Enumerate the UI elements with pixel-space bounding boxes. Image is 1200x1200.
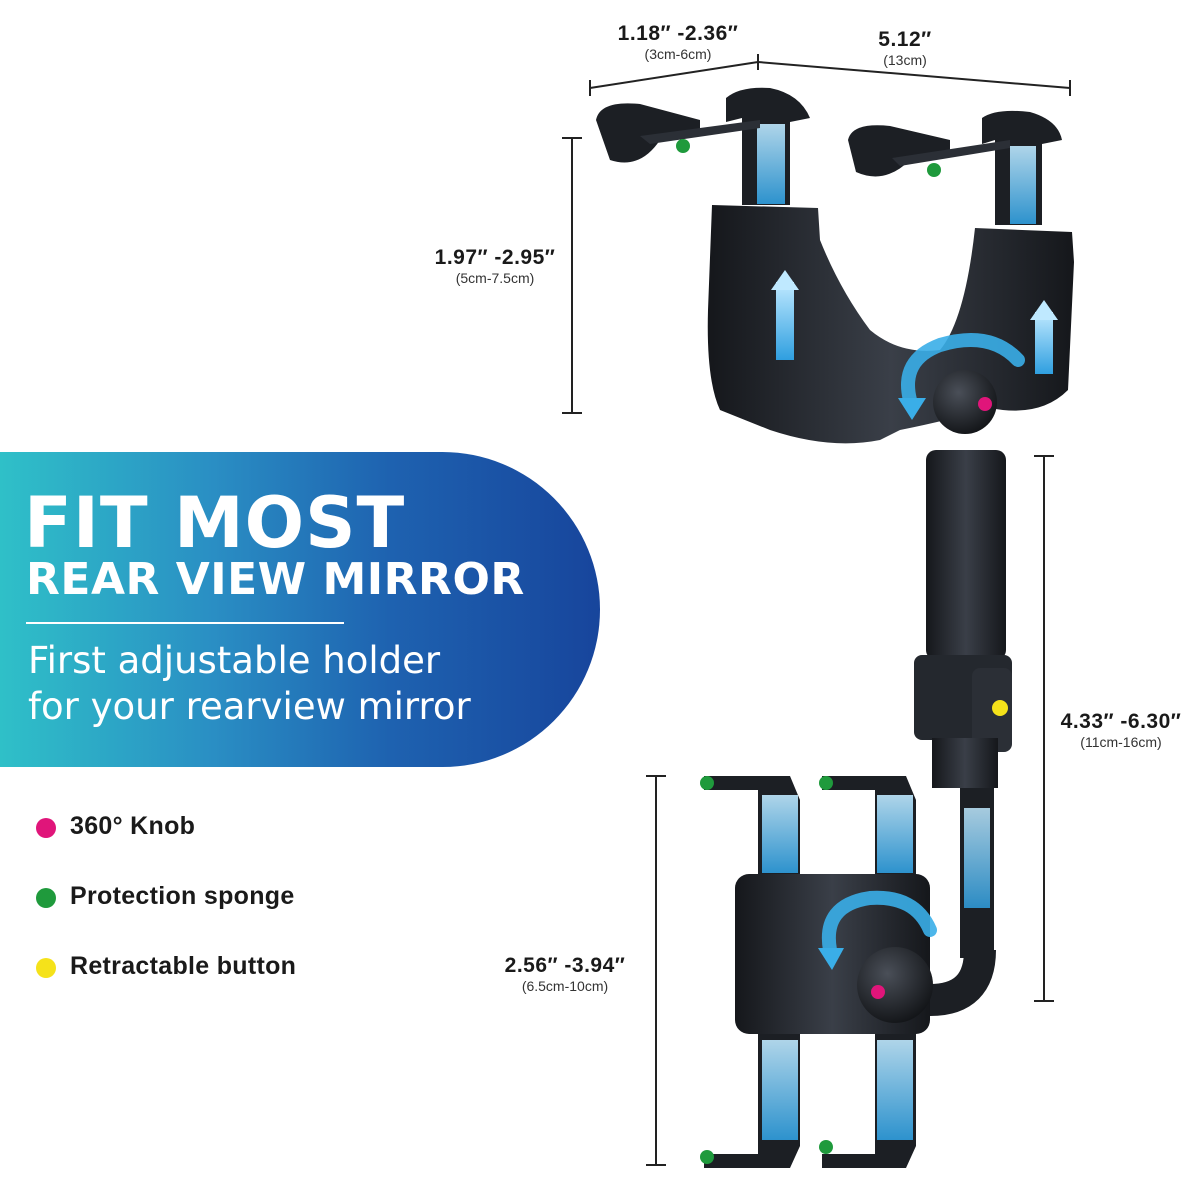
banner-subtitle: First adjustable holder for your rearvie… (28, 638, 471, 730)
dim-clamp-opening-cm: (3cm-6cm) (644, 46, 712, 62)
dim-clamp-height: 1.97″ -2.95″ (5cm-7.5cm) (410, 246, 580, 286)
dim-clamp-height-inch: 1.97″ -2.95″ (434, 246, 556, 269)
dim-clamp-opening-inch: 1.18″ -2.36″ (617, 22, 739, 45)
knob-dot-icon (36, 818, 56, 838)
mirror-clamp (596, 87, 1074, 444)
banner-divider (26, 622, 344, 624)
dim-clamp-height-cm: (5cm-7.5cm) (455, 270, 535, 286)
dim-clamp-width-cm: (13cm) (883, 52, 927, 68)
banner-subtitle-line2: for your rearview mirror (28, 685, 471, 728)
legend-label: Retractable button (70, 952, 297, 980)
dim-clamp-width-inch: 5.12″ (878, 28, 932, 51)
dim-phone-holder-inch: 2.56″ -3.94″ (504, 954, 626, 977)
button-dot-icon (36, 958, 56, 978)
dim-clamp-opening: 1.18″ -2.36″ (3cm-6cm) (598, 22, 758, 62)
dim-phone-holder: 2.56″ -3.94″ (6.5cm-10cm) (482, 954, 648, 994)
legend-label: 360° Knob (70, 812, 196, 840)
dim-arm-length-inch: 4.33″ -6.30″ (1060, 710, 1182, 733)
sponge-dot-icon (36, 888, 56, 908)
promo-banner: FIT MOST REAR VIEW MIRROR First adjustab… (0, 452, 600, 767)
banner-subtitle-line1: First adjustable holder (28, 639, 441, 682)
legend-label: Protection sponge (70, 882, 295, 910)
banner-title-secondary: REAR VIEW MIRROR (26, 554, 525, 605)
banner-title: FIT MOST (24, 482, 406, 564)
dimension-lines (562, 54, 1071, 1166)
phone-holder (700, 776, 937, 1168)
dim-arm-length: 4.33″ -6.30″ (11cm-16cm) (1046, 710, 1196, 750)
dim-arm-length-cm: (11cm-16cm) (1080, 734, 1162, 750)
telescopic-arm (900, 450, 1012, 1016)
dim-clamp-width: 5.12″ (13cm) (850, 28, 960, 68)
dim-phone-holder-cm: (6.5cm-10cm) (521, 978, 609, 994)
